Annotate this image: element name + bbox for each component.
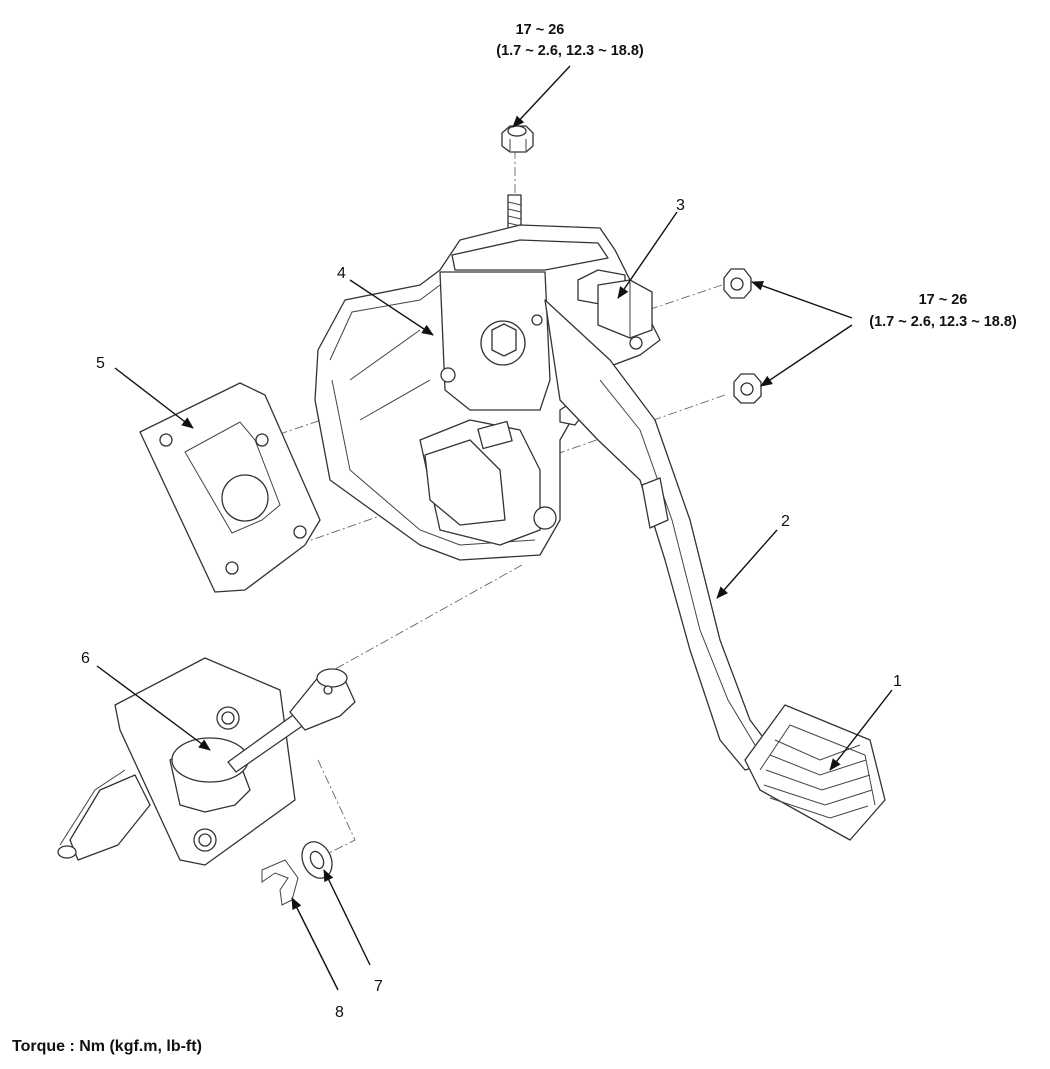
callout-3: 3 [676,197,685,214]
snap-pin-clip [261,859,299,906]
callout-6: 6 [81,650,90,667]
top-nut [501,125,534,153]
pedal-pad [744,704,886,841]
bracket-nut-upper [723,268,752,299]
washer [301,841,333,879]
mounting-plate [139,382,321,593]
leader-lines [96,65,893,991]
callout-5: 5 [96,355,105,372]
torque-unit-note: Torque : Nm (kgf.m, lb-ft) [12,1038,202,1055]
bracket-nut-lower [733,373,762,404]
torque-right-value: 17 ~ 26 [919,292,968,308]
pedal-bracket [314,224,661,561]
torque-top-detail: (1.7 ~ 2.6, 12.3 ~ 18.8) [496,43,644,59]
callout-7: 7 [374,978,383,995]
pedal-arm [544,299,781,771]
torque-top-value: 17 ~ 26 [516,22,565,38]
callout-1: 1 [893,673,902,690]
callout-2: 2 [781,513,790,530]
clutch-switch [577,269,653,350]
torque-right-detail: (1.7 ~ 2.6, 12.3 ~ 18.8) [869,314,1017,330]
callout-4: 4 [337,265,346,282]
callout-8: 8 [335,1004,344,1021]
master-cylinder [57,657,356,866]
